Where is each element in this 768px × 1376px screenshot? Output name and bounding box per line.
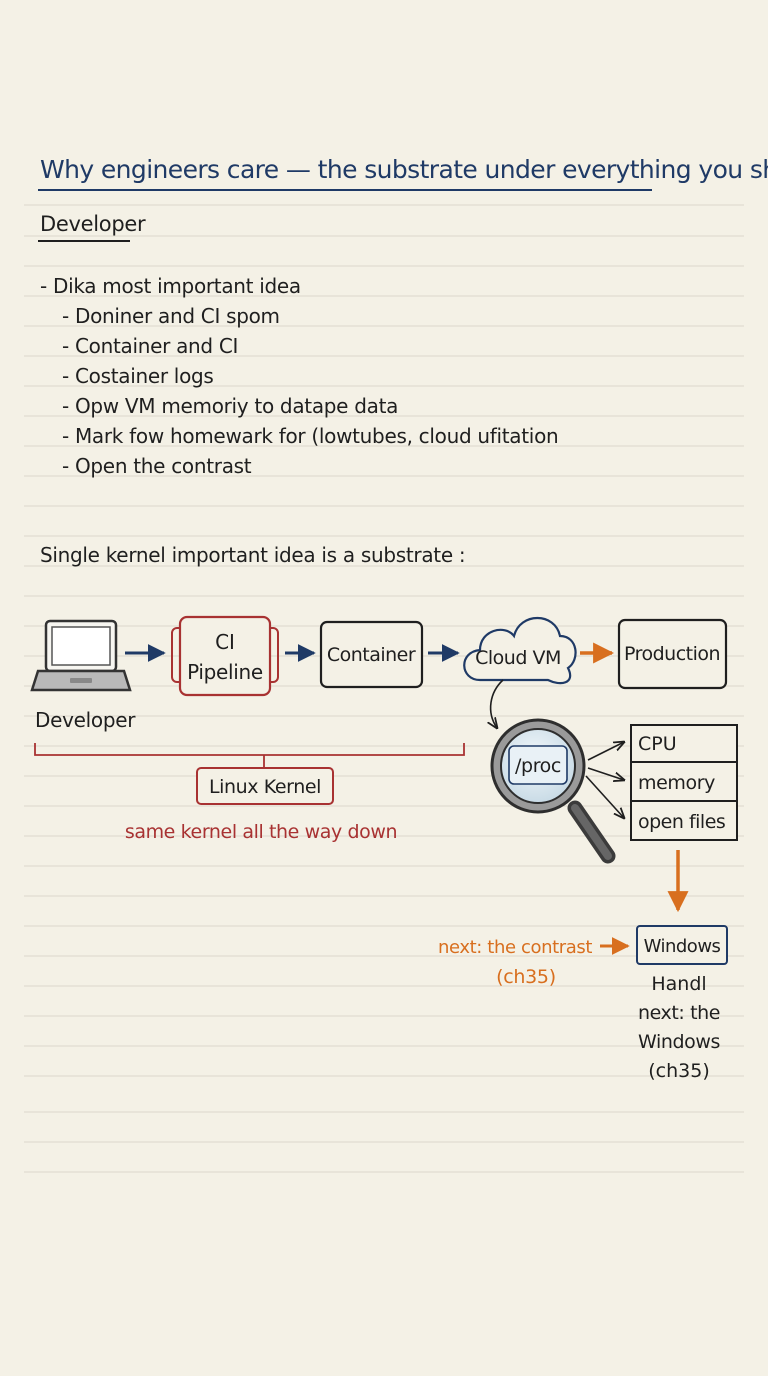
linux-kernel-label: Linux Kernel <box>209 776 321 798</box>
arrow-to-memory <box>587 767 624 780</box>
same-kernel-caption: same kernel all the way down <box>125 821 397 843</box>
table-cell-open-files: open files <box>638 811 725 833</box>
section-label: Developer <box>40 212 146 236</box>
bullet-item: - Mark fow homewark for (lowtubes, cloud… <box>62 424 559 448</box>
ch35-note-label: (ch35) <box>648 1060 710 1082</box>
bullet-item: - Container and CI <box>62 334 239 358</box>
title-underline <box>38 189 652 191</box>
next-the-label: next: the <box>638 1002 720 1024</box>
arrow-to-cpu <box>587 742 624 761</box>
arrow-to-proc <box>491 679 504 728</box>
bullet-item: - Dika most important idea <box>40 274 301 298</box>
windows-label: Windows <box>644 936 721 957</box>
proc-stats-table <box>630 724 738 841</box>
linux-kernel-box <box>196 767 334 805</box>
bullet-item: - Costainer logs <box>62 364 214 388</box>
bullet-item: - Opw VM memoriy to datape data <box>62 394 399 418</box>
page-title: Why engineers care — the substrate under… <box>40 155 768 184</box>
container-box <box>319 620 424 689</box>
arrow-to-open-files <box>585 775 624 818</box>
proc-label: /proc <box>515 755 561 777</box>
windows-box <box>636 925 728 965</box>
ci-pipeline-label-line2: Pipeline <box>187 660 263 684</box>
production-box <box>617 618 728 690</box>
ci-pipeline-label-line1: CI <box>215 630 235 654</box>
section-underline <box>38 240 130 242</box>
production-label: Production <box>624 643 720 665</box>
magnifier-icon <box>490 718 616 864</box>
bullet-item: - Doniner and CI spom <box>62 304 280 328</box>
container-label: Container <box>327 644 416 666</box>
ch35-orange-label: (ch35) <box>496 966 556 988</box>
bullet-item: - Open the contrast <box>62 454 252 478</box>
windows-note-label: Windows <box>638 1031 720 1053</box>
table-cell-memory: memory <box>638 772 715 794</box>
developer-label: Developer <box>35 708 136 732</box>
cloud-vm-label: Cloud VM <box>475 647 561 669</box>
kernel-bracket <box>34 743 465 756</box>
ci-pipeline-box <box>171 615 279 697</box>
handl-label: Handl <box>651 973 706 995</box>
next-contrast-label: next: the contrast <box>438 937 592 958</box>
cloud-vm-shape <box>463 616 577 685</box>
lead-sentence: Single kernel important idea is a substr… <box>40 543 466 567</box>
table-cell-cpu: CPU <box>638 733 677 755</box>
laptop-icon <box>30 619 132 692</box>
